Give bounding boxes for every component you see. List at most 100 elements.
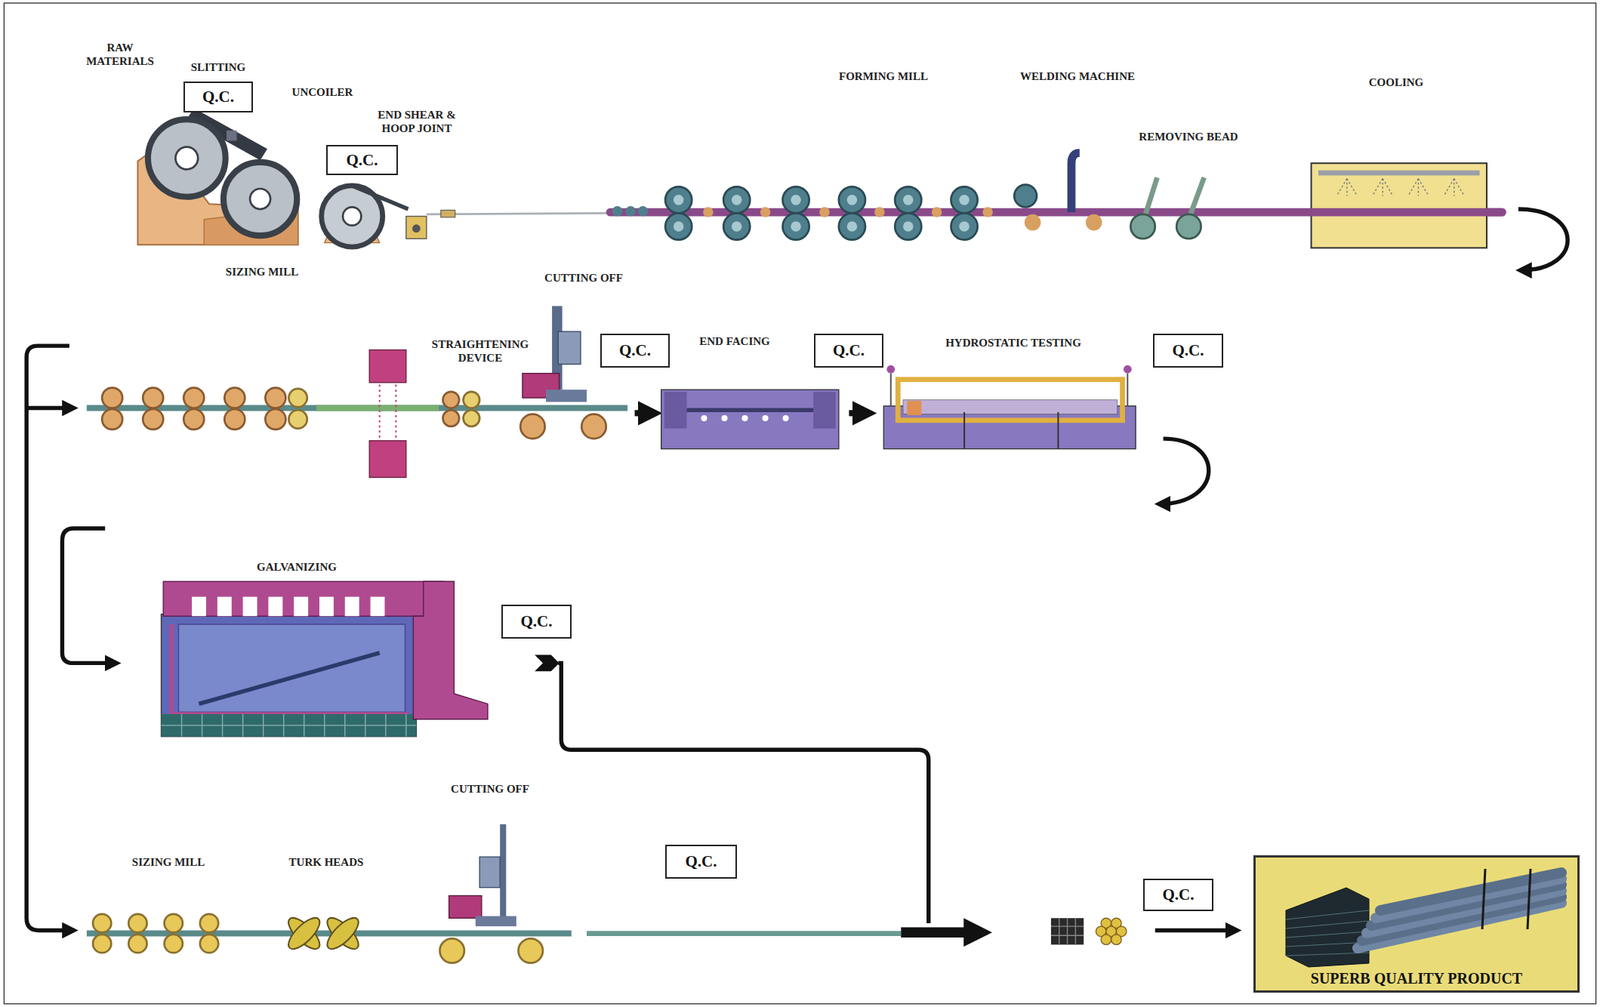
finishing-line — [518, 938, 543, 963]
bundle-strap — [1482, 869, 1486, 930]
end-facing-machine — [661, 389, 839, 449]
forming-mill — [665, 186, 692, 213]
uncoiler — [342, 206, 361, 226]
welding-machine — [1071, 153, 1080, 213]
bracket-arrow — [61, 528, 117, 663]
finishing-line — [92, 914, 111, 933]
straightening-device — [463, 391, 481, 409]
galvanizing-bath — [413, 581, 488, 719]
forming-mill — [673, 221, 685, 232]
forming-mill — [665, 212, 692, 240]
end-facing-machine — [661, 389, 839, 449]
sizing-mill — [183, 388, 204, 409]
finishing-line — [499, 824, 506, 923]
finishing-line — [283, 913, 325, 955]
hydrostatic-tester — [886, 365, 895, 374]
galvanizing-bath — [178, 624, 405, 713]
process-label: HYDROSTATIC TESTING — [945, 336, 1082, 350]
end-facing-machine — [664, 391, 688, 429]
bracket-arrow — [26, 345, 74, 931]
qc-label: Q.C. — [1172, 341, 1205, 361]
process-label: CUTTING OFF — [450, 782, 530, 796]
sizing-mill — [288, 388, 307, 407]
sizing-mill — [288, 410, 307, 429]
qc-label: Q.C. — [832, 341, 865, 361]
galvanizing-bath — [171, 624, 409, 715]
qc-box: Q.C. — [665, 844, 737, 879]
square-tube-stack — [1285, 910, 1369, 920]
forming-mill — [903, 221, 914, 232]
forming-mill — [790, 221, 802, 232]
uncoiler — [406, 215, 427, 239]
straightening-device — [463, 410, 481, 427]
end-facing-machine — [783, 415, 790, 422]
process-label: COOLING — [1368, 75, 1425, 90]
sizing-mill — [265, 409, 286, 430]
finishing-line — [164, 914, 183, 933]
forming-mill — [838, 186, 866, 213]
finishing-line — [586, 931, 901, 937]
sizing-mill — [183, 409, 204, 430]
slitter — [175, 147, 198, 170]
welding-machine — [1014, 184, 1037, 208]
round-pipe-bundle — [1357, 869, 1562, 949]
forming-mill — [982, 206, 993, 218]
forming-mill — [731, 194, 743, 206]
forming-mill — [731, 221, 743, 232]
end-facing-machine — [686, 408, 814, 413]
forming-mill — [958, 194, 970, 206]
sizing-mill — [101, 409, 123, 430]
galvanizing-bath — [161, 614, 417, 737]
finishing-line — [449, 896, 482, 919]
process-label: REMOVING BEAD — [1138, 129, 1238, 144]
cutting-machine — [545, 389, 587, 402]
straightening-device — [369, 350, 407, 383]
process-label: FORMING MILL — [838, 69, 928, 84]
end-facing-machine — [741, 415, 748, 422]
sizing-mill — [142, 388, 164, 409]
forming-mill — [894, 186, 922, 213]
slitter — [249, 188, 271, 210]
qc-box: Q.C. — [600, 333, 670, 368]
hydrostatic-tester — [890, 373, 892, 407]
forming-mill — [931, 206, 943, 218]
hydrostatic-tester — [1126, 373, 1129, 407]
galvanizing-bath — [243, 597, 258, 617]
cutting-machine — [581, 414, 606, 439]
cooling-box — [1336, 178, 1465, 196]
process-label: UNCOILER — [292, 85, 354, 99]
sizing-mill — [224, 388, 245, 409]
process-label: STRAIGHTENING DEVICE — [423, 337, 537, 365]
finishing-line — [164, 934, 183, 953]
qc-box: Q.C. — [183, 81, 253, 113]
forming-mill — [819, 206, 830, 218]
round-pipe — [1375, 878, 1562, 919]
galvanizing-bath — [191, 597, 207, 617]
turn-arrow — [1159, 438, 1209, 504]
process-label: TURK HEADS — [289, 855, 364, 870]
square-tube-stack — [1285, 931, 1369, 938]
forming-mill — [783, 212, 810, 240]
finishing-line — [322, 913, 364, 955]
qc-label: Q.C. — [1162, 885, 1195, 905]
hydrostatic-tester — [903, 400, 1118, 415]
pipe-bundles — [1051, 918, 1084, 945]
cutting-machine — [520, 305, 607, 439]
process-label: WELDING MACHINE — [1020, 69, 1135, 84]
product-title: SUPERB QUALITY PRODUCT — [1255, 970, 1578, 988]
process-illustration — [3, 3, 1596, 1005]
forming-mill — [903, 194, 914, 206]
hydrostatic-tester — [1123, 365, 1132, 374]
forming-mill — [723, 212, 750, 240]
process-label: SLITTING — [191, 60, 247, 74]
qc-label: Q.C. — [521, 612, 553, 632]
sizing-mill — [316, 405, 439, 412]
process-label: END FACING — [699, 334, 770, 349]
sizing-mill — [142, 409, 164, 430]
cutting-machine — [557, 331, 581, 364]
finishing-line — [283, 913, 325, 955]
frame — [3, 3, 1596, 1005]
process-label: CUTTING OFF — [544, 271, 623, 285]
qc-box: Q.C. — [1143, 878, 1214, 912]
